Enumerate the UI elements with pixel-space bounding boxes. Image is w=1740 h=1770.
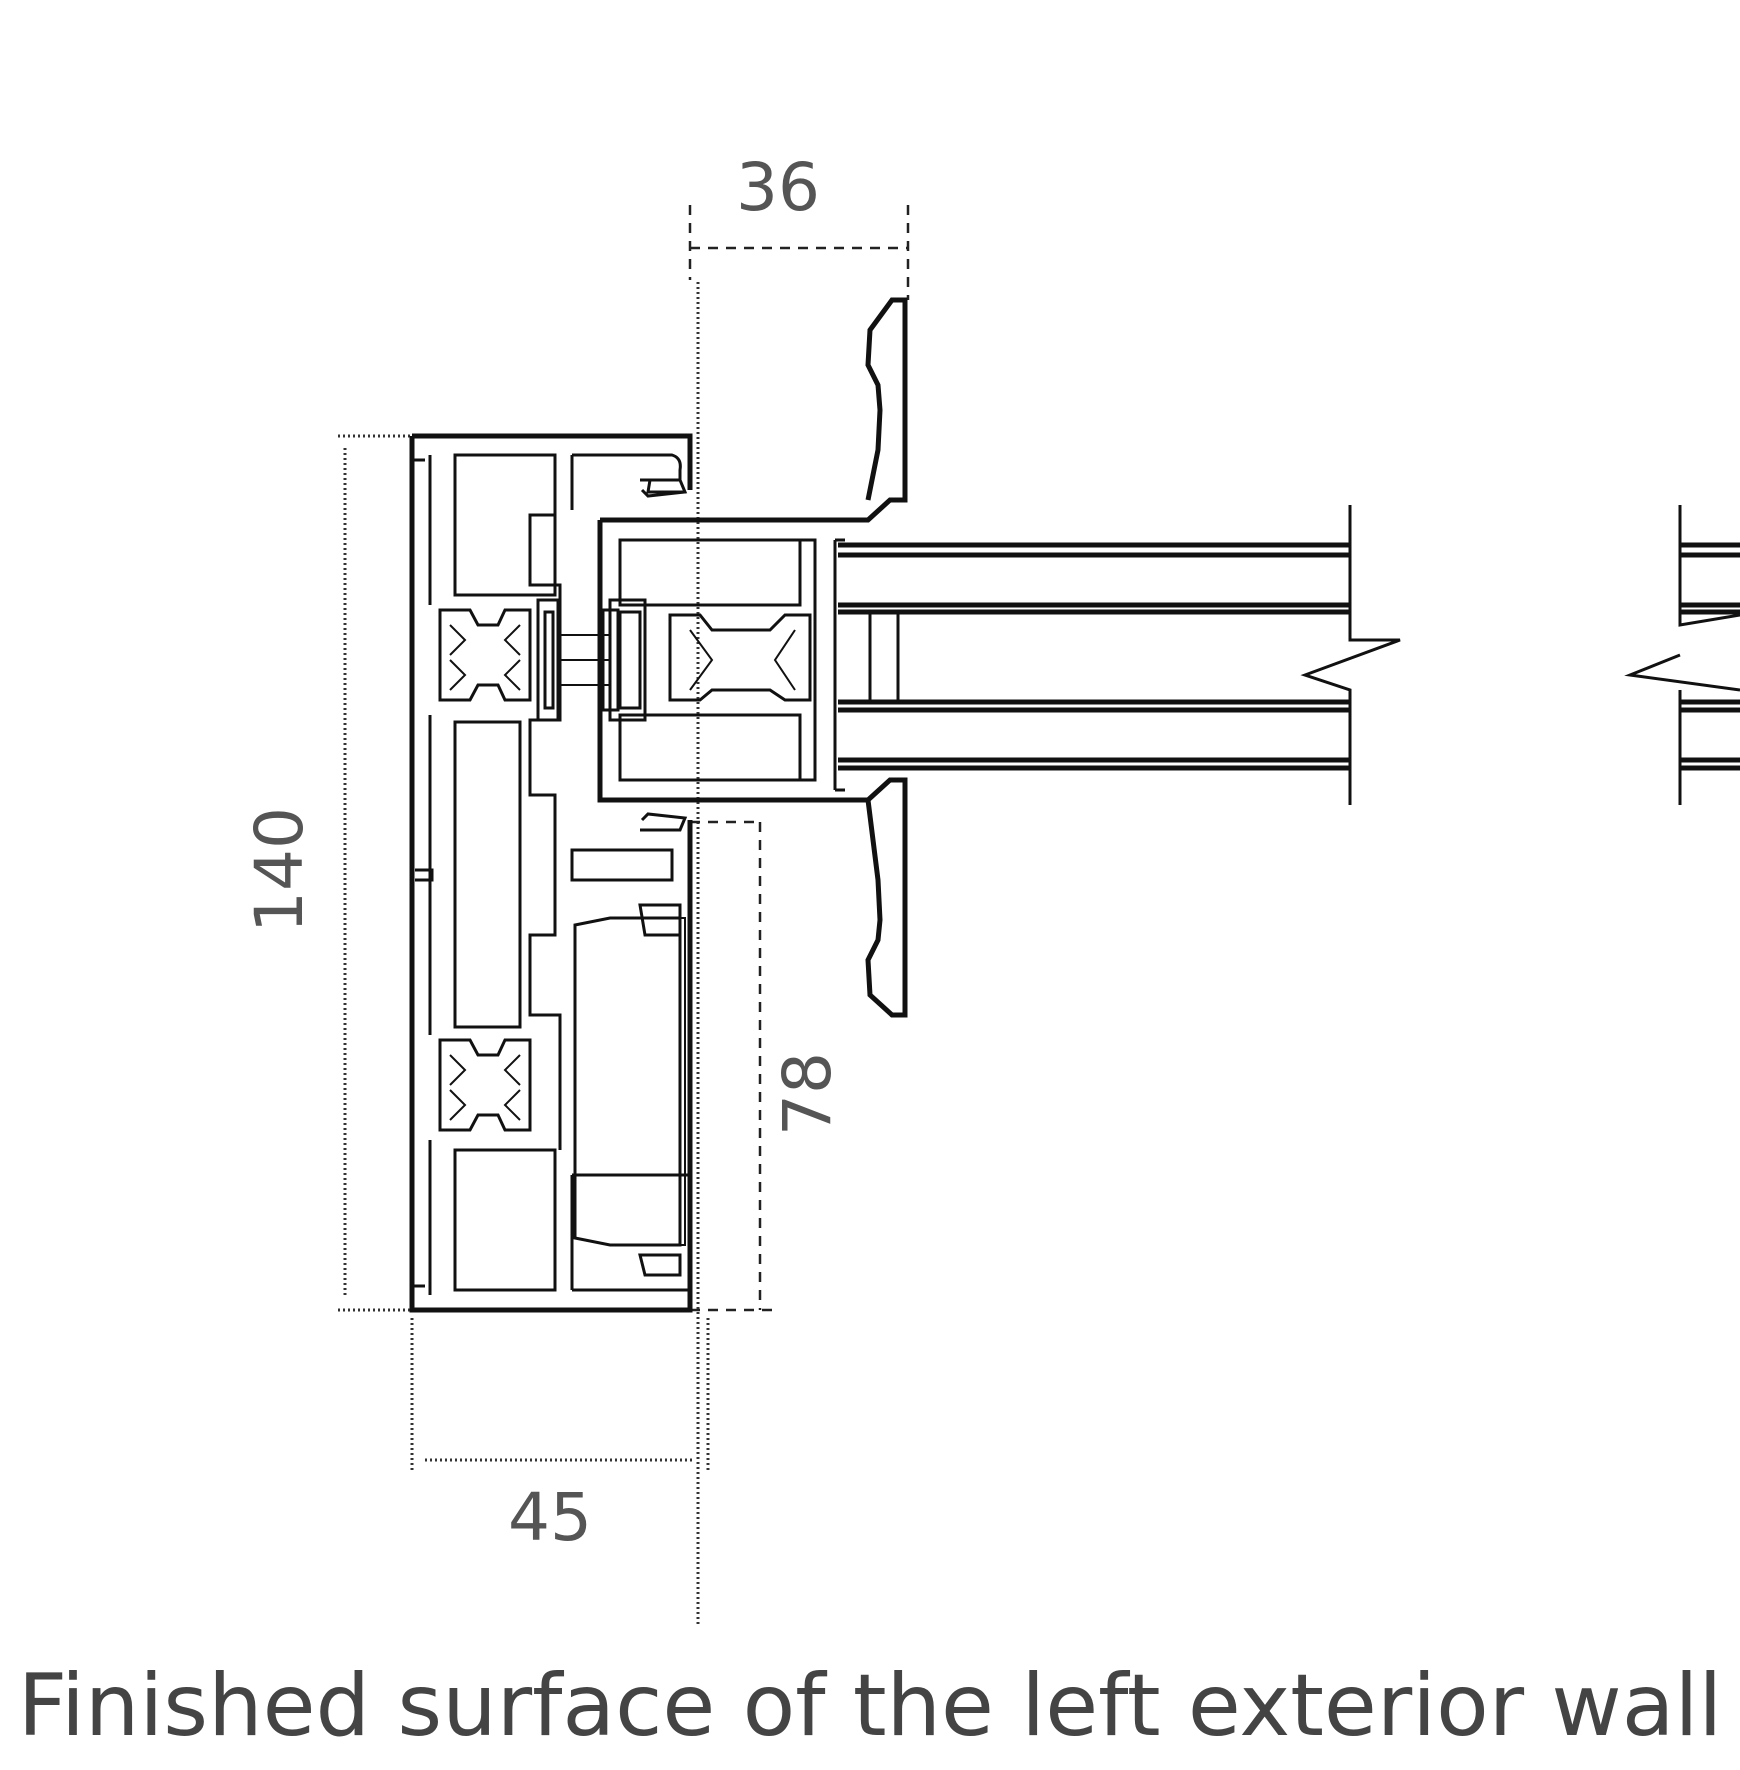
dimension-36: 36 bbox=[688, 149, 910, 300]
dimension-45: 45 bbox=[410, 1318, 710, 1556]
dimension-140: 140 bbox=[241, 434, 415, 1312]
dimension-label-140: 140 bbox=[241, 807, 318, 933]
glass-spacer bbox=[868, 610, 900, 704]
caption: Finished surface of the left exterior wa… bbox=[18, 1656, 1722, 1756]
sash-thermal-break bbox=[668, 613, 812, 702]
thermal-break-upper bbox=[438, 608, 532, 702]
hardware-fitting bbox=[536, 598, 647, 722]
dimension-78: 78 bbox=[690, 820, 846, 1312]
dimension-label-78: 78 bbox=[769, 1052, 846, 1136]
insulated-glass-unit bbox=[838, 505, 1740, 805]
dimension-label-36: 36 bbox=[736, 149, 820, 226]
dimension-label-45: 45 bbox=[508, 1479, 592, 1556]
sash-profile bbox=[536, 297, 908, 1018]
thermal-break-lower bbox=[438, 1038, 532, 1132]
outer-frame-profile bbox=[409, 433, 693, 1313]
